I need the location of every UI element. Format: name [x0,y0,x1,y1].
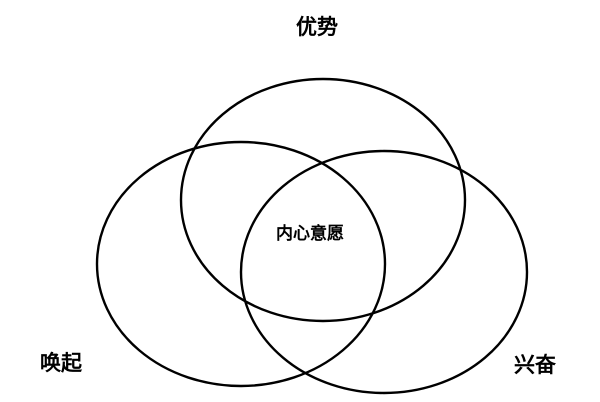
circle-top [179,77,467,323]
label-top-circle: 优势 [296,15,338,39]
label-center-intersection: 内心意愿 [276,224,344,244]
label-right-circle: 兴奋 [514,353,556,377]
circle-left [95,140,387,388]
circle-right [239,149,529,395]
label-left-circle: 唤起 [40,351,82,375]
